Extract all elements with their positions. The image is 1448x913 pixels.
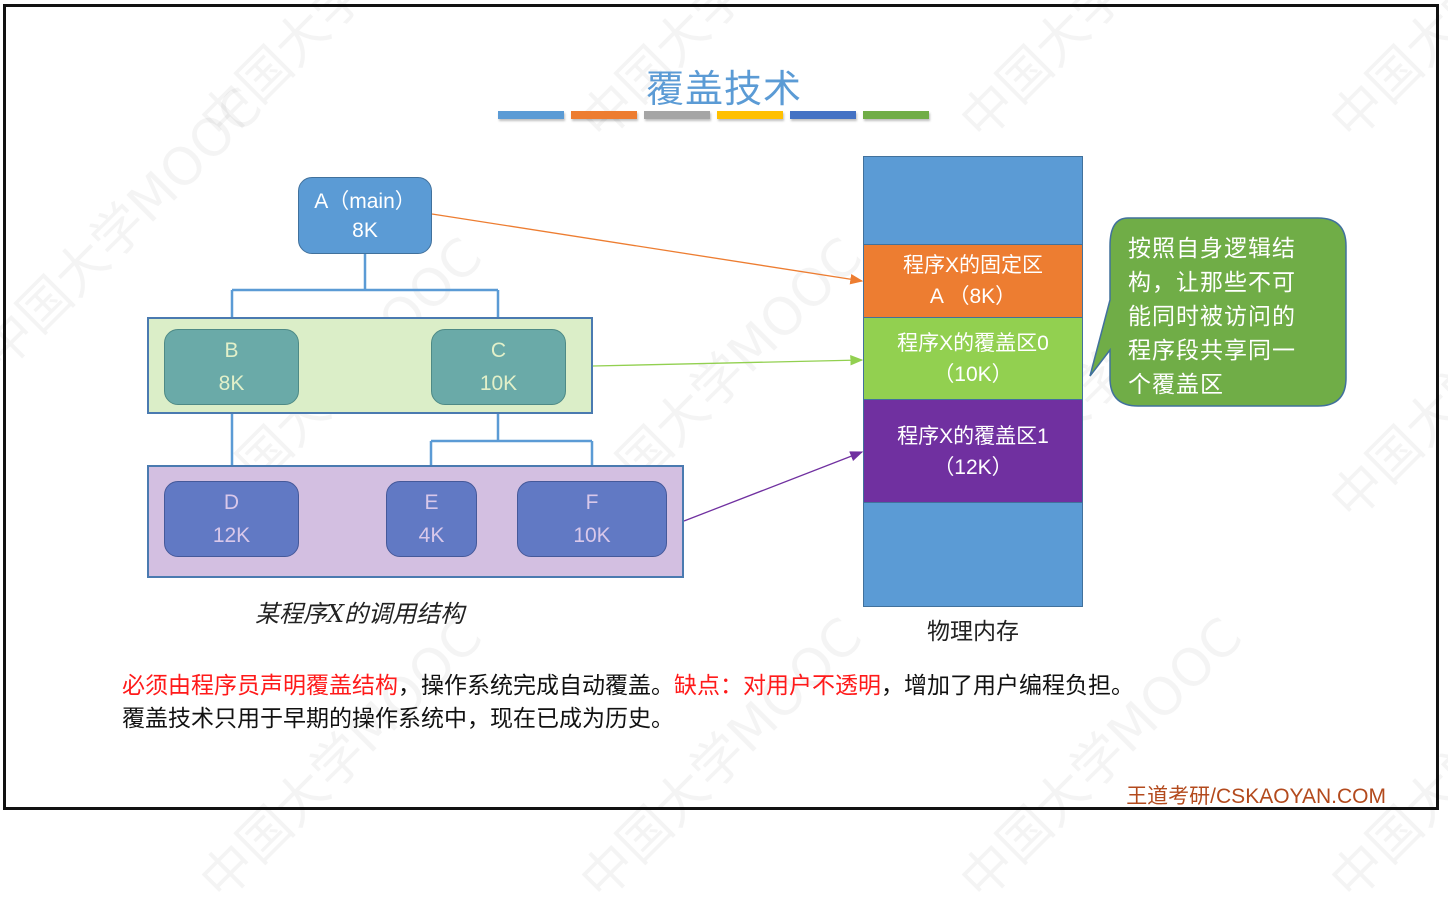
node-size: 4K — [418, 524, 445, 547]
node-size: 12K — [212, 524, 251, 547]
callout-bubble — [1089, 217, 1347, 407]
callout-line: 能同时被访问的 — [1128, 304, 1296, 330]
note-emphasis: 必须由程序员声明覆盖结构 — [122, 673, 398, 699]
accent-bar — [790, 111, 856, 119]
node-c: C 10K — [431, 329, 566, 405]
arrow-group0-to-overlay0 — [592, 355, 864, 367]
node-d: D 12K — [164, 481, 299, 557]
node-f: F 10K — [517, 481, 667, 557]
node-size: 10K — [573, 524, 611, 547]
node-label: D — [223, 491, 240, 514]
accent-bar — [498, 111, 564, 119]
memory-region-free-top — [863, 156, 1083, 244]
edge-C-EF — [429, 404, 594, 482]
note-emphasis: 缺点：对用户不透明 — [674, 673, 881, 699]
node-label: C — [490, 339, 507, 362]
note-line-1: 必须由程序员声明覆盖结构，操作系统完成自动覆盖。缺点：对用户不透明，增加了用户编… — [122, 666, 1134, 700]
call-structure-caption: 某程序X的调用结构 — [255, 600, 465, 628]
arrow-A-to-fixed — [431, 213, 864, 285]
region-size: A （8K） — [929, 285, 1017, 308]
node-label: B — [224, 339, 239, 362]
node-label: E — [424, 491, 439, 514]
region-name: 程序X的固定区 — [902, 254, 1043, 277]
accent-bar — [571, 111, 637, 119]
node-a-main: A（main） 8K — [298, 177, 432, 254]
node-label: F — [585, 491, 599, 514]
callout-text: 按照自身逻辑结 构，让那些不可 能同时被访问的 程序段共享同一 个覆盖区 — [1128, 232, 1328, 402]
note-text: ，增加了用户编程负担。 — [881, 673, 1134, 699]
node-size: 8K — [218, 372, 245, 395]
callout-line: 构，让那些不可 — [1128, 270, 1296, 296]
brand-footer: 王道考研/CSKAOYAN.COM — [1126, 785, 1386, 808]
note-text: ，操作系统完成自动覆盖。 — [398, 673, 674, 699]
region-size: （10K） — [933, 362, 1013, 386]
edge-A-BC — [230, 254, 500, 330]
callout-line: 按照自身逻辑结 — [1128, 236, 1296, 262]
callout-line: 程序段共享同一 — [1128, 338, 1296, 364]
memory-region-fixed: 程序X的固定区 A （8K） — [863, 244, 1083, 317]
physical-memory-label: 物理内存 — [927, 619, 1019, 645]
memory-region-overlay-0: 程序X的覆盖区0 （10K） — [863, 317, 1083, 399]
node-label: A（main） — [314, 189, 416, 213]
node-size: 8K — [352, 218, 378, 242]
memory-region-overlay-1: 程序X的覆盖区1 （12K） — [863, 399, 1083, 502]
region-size: （12K） — [933, 456, 1013, 479]
node-e: E 4K — [386, 481, 477, 557]
node-b: B 8K — [164, 329, 299, 405]
note-line-2: 覆盖技术只用于早期的操作系统中，现在已成为历史。 — [122, 706, 674, 732]
connector-layer — [230, 213, 1347, 522]
slide-title: 覆盖技术 — [645, 67, 802, 111]
region-name: 程序X的覆盖区0 — [897, 331, 1049, 355]
node-size: 10K — [479, 372, 518, 395]
callout-line: 个覆盖区 — [1128, 372, 1224, 398]
accent-bar — [717, 111, 783, 119]
arrow-group1-to-overlay1 — [683, 451, 864, 522]
accent-bar — [644, 111, 710, 119]
accent-bar — [863, 111, 929, 119]
region-name: 程序X的覆盖区1 — [897, 425, 1049, 448]
memory-region-free-bottom — [863, 502, 1083, 607]
